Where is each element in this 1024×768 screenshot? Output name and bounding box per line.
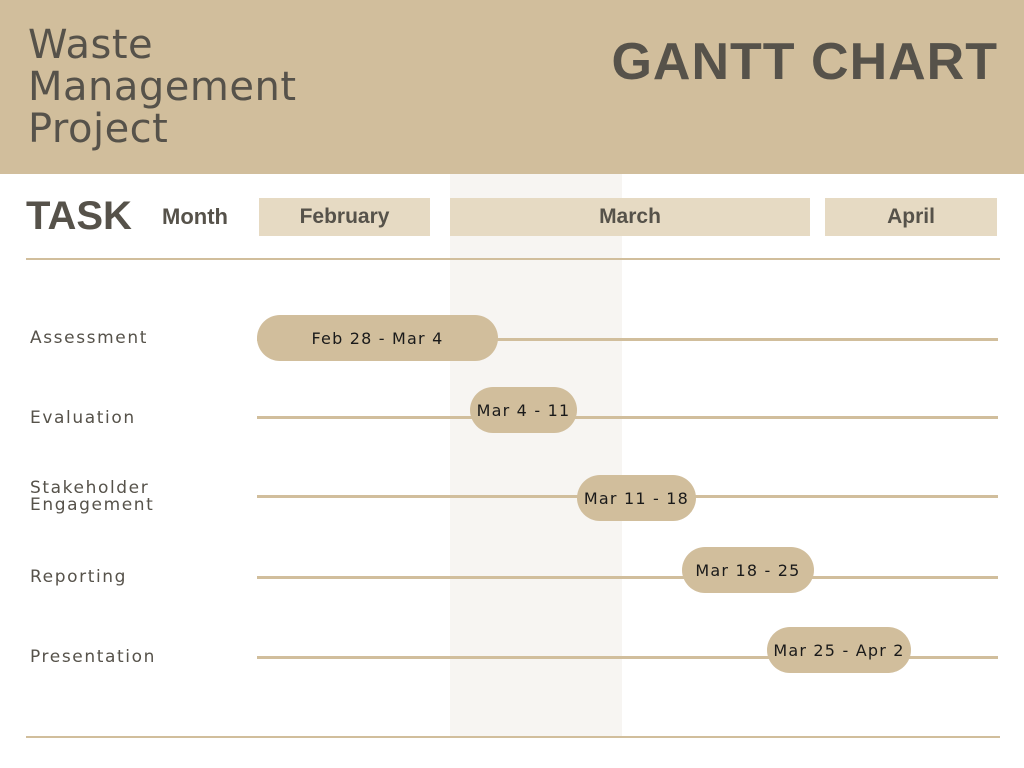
task-timeline-track <box>257 416 998 419</box>
month-march: March <box>450 198 810 236</box>
project-title: Waste Management Project <box>28 22 297 152</box>
month-april: April <box>825 198 997 236</box>
footer-divider <box>26 736 1000 738</box>
task-timeline-track <box>257 338 998 341</box>
task-label: Presentation <box>30 647 156 667</box>
task-bar: Mar 25 - Apr 2 <box>767 627 911 673</box>
task-bar: Mar 4 - 11 <box>470 387 577 433</box>
task-label: Evaluation <box>30 408 136 428</box>
month-february: February <box>259 198 430 236</box>
task-bar: Feb 28 - Mar 4 <box>257 315 498 361</box>
task-column-header: TASK <box>26 194 132 238</box>
task-label: Reporting <box>30 567 128 587</box>
task-bar: Mar 18 - 25 <box>682 547 814 593</box>
task-timeline-track <box>257 576 998 579</box>
task-label: Assessment <box>30 328 148 348</box>
task-label: Stakeholder Engagement <box>30 478 155 515</box>
task-timeline-track <box>257 656 998 659</box>
chart-title: GANTT CHART <box>611 33 998 91</box>
task-bar: Mar 11 - 18 <box>577 475 696 521</box>
month-column-header: Month <box>162 204 228 229</box>
header-banner: Waste Management Project GANTT CHART <box>0 0 1024 174</box>
header-divider <box>26 258 1000 260</box>
march-highlight-band <box>450 174 622 738</box>
